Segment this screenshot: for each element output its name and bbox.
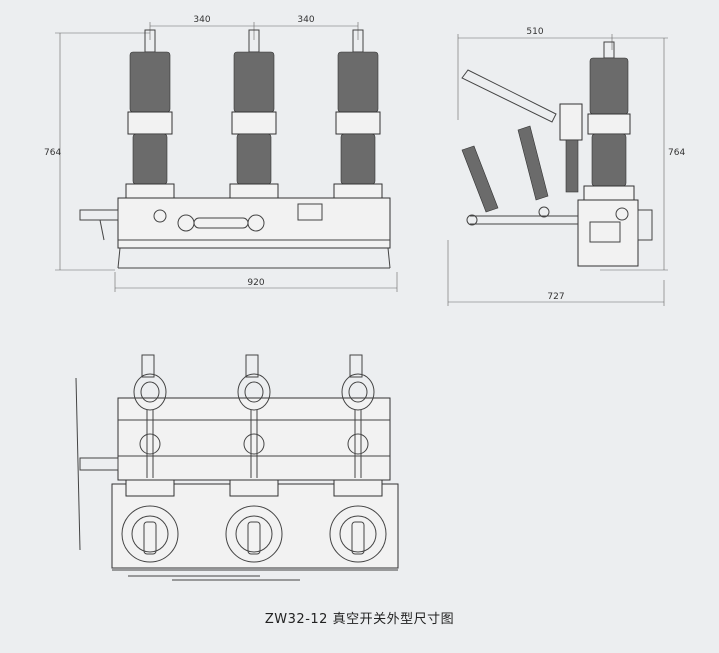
dim-spacing-left: 340 xyxy=(193,15,210,25)
side-view: 510 764 727 xyxy=(447,27,685,306)
front-view: 340 340 764 920 xyxy=(44,15,398,292)
dim-front-width: 920 xyxy=(247,278,264,288)
dim-spacing-right: 340 xyxy=(297,15,314,25)
side-housing xyxy=(577,199,639,267)
top-pole-2 xyxy=(225,354,283,563)
dim-side-top: 510 xyxy=(526,27,543,37)
dim-front-height: 764 xyxy=(44,148,61,158)
top-upper-frame xyxy=(117,397,391,481)
top-lower-frame xyxy=(111,483,399,569)
dim-side-height: 764 xyxy=(668,148,685,158)
side-lever-arm xyxy=(461,69,557,123)
front-pole-2 xyxy=(229,29,279,199)
top-pole-1 xyxy=(121,354,179,563)
drawing-caption: ZW32-12 真空开关外型尺寸图 xyxy=(264,612,455,627)
front-pole-3 xyxy=(333,29,383,199)
front-pole-1 xyxy=(125,29,175,199)
top-pole-3 xyxy=(329,354,387,563)
top-view xyxy=(75,354,399,581)
dim-side-width: 727 xyxy=(547,292,564,302)
